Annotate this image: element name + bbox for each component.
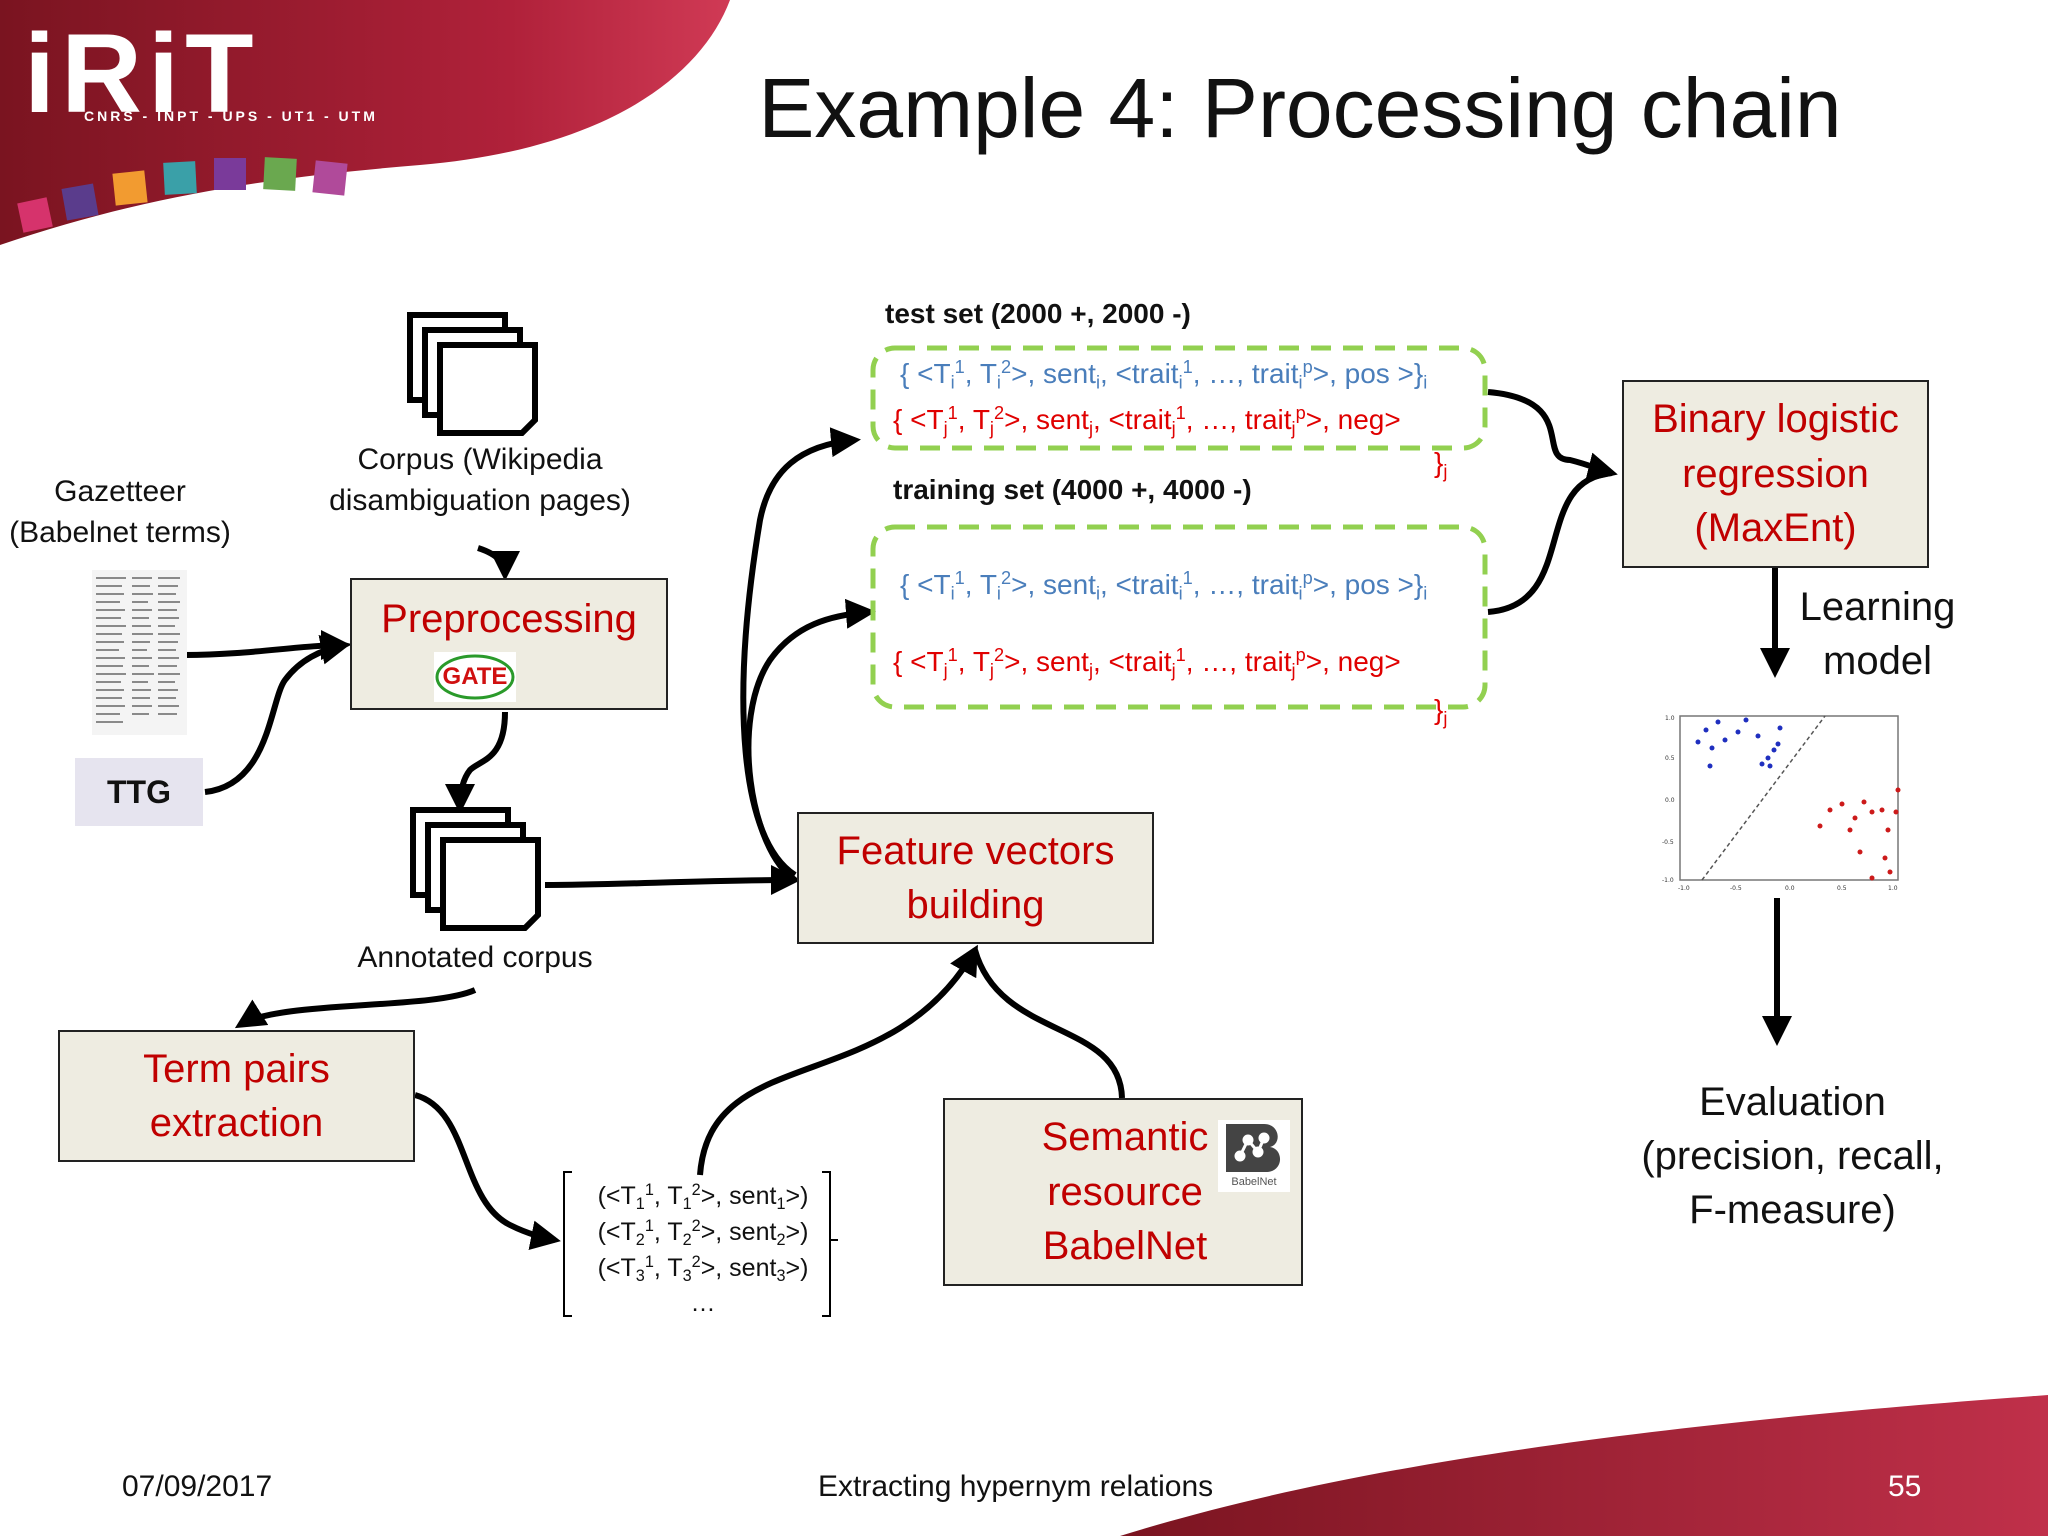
preprocessing-label: Preprocessing bbox=[381, 597, 637, 641]
arrow-termpairs-to-pairs bbox=[414, 1092, 561, 1251]
test-neg-close: }j bbox=[1434, 447, 1448, 482]
training-pos-example: { <Ti1, Ti2>, senti, <traiti1, …, traiti… bbox=[900, 568, 1428, 604]
arrow-training-to-logistic bbox=[1487, 470, 1613, 615]
training-set-label: training set (4000 +, 4000 -) bbox=[893, 474, 1252, 505]
corpus-document-icon bbox=[407, 312, 538, 436]
pairs-brackets bbox=[563, 1171, 838, 1317]
ttg-box: TTG bbox=[75, 758, 203, 826]
test-set-label: test set (2000 +, 2000 -) bbox=[885, 298, 1191, 329]
gazetteer-label: Gazetteer (Babelnet terms) bbox=[9, 475, 231, 549]
test-neg-example: { <Tj1, Tj2>, sentj, <traitj1, …, traitj… bbox=[893, 403, 1401, 439]
feature-vectors-label: Feature vectors building bbox=[836, 828, 1115, 927]
logistic-regression-box: Binary logistic regression (MaxEnt) bbox=[1622, 380, 1929, 568]
svg-text:0.5: 0.5 bbox=[1837, 885, 1847, 892]
page-number: 55 bbox=[1888, 1470, 1922, 1503]
gate-logo: GATE bbox=[434, 652, 516, 702]
pair-line: (<T11, T12>, sent1>) bbox=[597, 1181, 809, 1213]
term-pairs-label: Term pairs extraction bbox=[143, 1046, 330, 1145]
annotated-document-icon bbox=[410, 807, 541, 931]
babelnet-logo: BabelNet bbox=[1218, 1120, 1290, 1192]
training-set-container bbox=[870, 524, 1488, 710]
svg-text:0.0: 0.0 bbox=[1665, 797, 1675, 804]
gate-logo-text: GATE bbox=[442, 663, 508, 690]
semantic-resource-box: Semantic resource BabelNet bbox=[943, 1098, 1303, 1286]
svg-text:0.5: 0.5 bbox=[1665, 755, 1675, 762]
evaluation-label: Evaluation (precision, recall, F-measure… bbox=[1641, 1080, 1944, 1232]
feature-vectors-box: Feature vectors building bbox=[797, 812, 1154, 944]
corpus-label: Corpus (Wikipedia disambiguation pages) bbox=[329, 443, 631, 517]
arrow-annotated-to-termpairs bbox=[234, 987, 477, 1029]
pair-line: (<T31, T32>, sent3>) bbox=[597, 1252, 809, 1285]
arrow-features-to-training bbox=[745, 598, 876, 883]
pair-line: (<T21, T22>, sent2>) bbox=[597, 1216, 809, 1249]
annotated-corpus-label: Annotated corpus bbox=[357, 941, 593, 974]
gazetteer-list-thumbnail bbox=[92, 570, 187, 735]
term-pairs-box: Term pairs extraction bbox=[58, 1030, 415, 1162]
bottom-banner-shape bbox=[1120, 1395, 2048, 1536]
arrow-test-to-logistic bbox=[1487, 389, 1618, 482]
arrow-preprocessing-to-annotated bbox=[445, 711, 508, 814]
footer-date: 07/09/2017 bbox=[122, 1470, 273, 1503]
footer-title: Extracting hypernym relations bbox=[818, 1470, 1214, 1503]
svg-text:1.0: 1.0 bbox=[1888, 885, 1898, 892]
slide-title: Example 4: Processing chain bbox=[758, 61, 1842, 155]
arrow-semantic-to-features bbox=[972, 949, 1125, 1099]
term-pairs-list: (<T11, T12>, sent1>) (<T21, T22>, sent2>… bbox=[570, 1180, 836, 1321]
test-pos-example: { <Ti1, Ti2>, senti, <traiti1, …, traiti… bbox=[900, 357, 1428, 393]
classification-scatter-plot: 1.0 0.5 0.0 -0.5 -1.0 -1.0 -0.5 0.0 0.5 … bbox=[1662, 715, 1901, 892]
svg-text:-1.0: -1.0 bbox=[1678, 885, 1690, 892]
babelnet-icon bbox=[1226, 1124, 1281, 1172]
arrow-annotated-to-features bbox=[544, 865, 801, 896]
learning-model-label: Learning model bbox=[1799, 585, 1956, 683]
svg-text:-0.5: -0.5 bbox=[1662, 839, 1674, 846]
training-neg-example: { <Tj1, Tj2>, sentj, <traitj1, …, traitj… bbox=[893, 645, 1401, 681]
irit-logo: iRiT bbox=[24, 11, 260, 136]
arrow-pairs-to-features bbox=[697, 944, 978, 1176]
training-neg-close: }j bbox=[1434, 694, 1448, 729]
ttg-label: TTG bbox=[107, 773, 171, 810]
babelnet-logo-text: BabelNet bbox=[1231, 1176, 1277, 1188]
svg-text:-1.0: -1.0 bbox=[1662, 877, 1674, 884]
arrow-corpus-to-preprocessing bbox=[477, 545, 520, 581]
arrow-features-to-test bbox=[740, 427, 861, 878]
irit-logo-subtitle: CNRS - INPT - UPS - UT1 - UTM bbox=[84, 108, 378, 124]
test-set-container bbox=[870, 345, 1488, 451]
logo-color-squares bbox=[17, 157, 348, 233]
plot-tick: 1.0 bbox=[1665, 715, 1675, 722]
semantic-resource-label: Semantic resource BabelNet bbox=[1041, 1115, 1209, 1269]
pairs-ellipsis: … bbox=[690, 1289, 716, 1318]
svg-text:0.0: 0.0 bbox=[1785, 885, 1795, 892]
arrow-ttg-to-preprocessing bbox=[204, 635, 351, 795]
logistic-regression-label: Binary logistic regression (MaxEnt) bbox=[1652, 397, 1899, 551]
svg-text:-0.5: -0.5 bbox=[1730, 885, 1742, 892]
